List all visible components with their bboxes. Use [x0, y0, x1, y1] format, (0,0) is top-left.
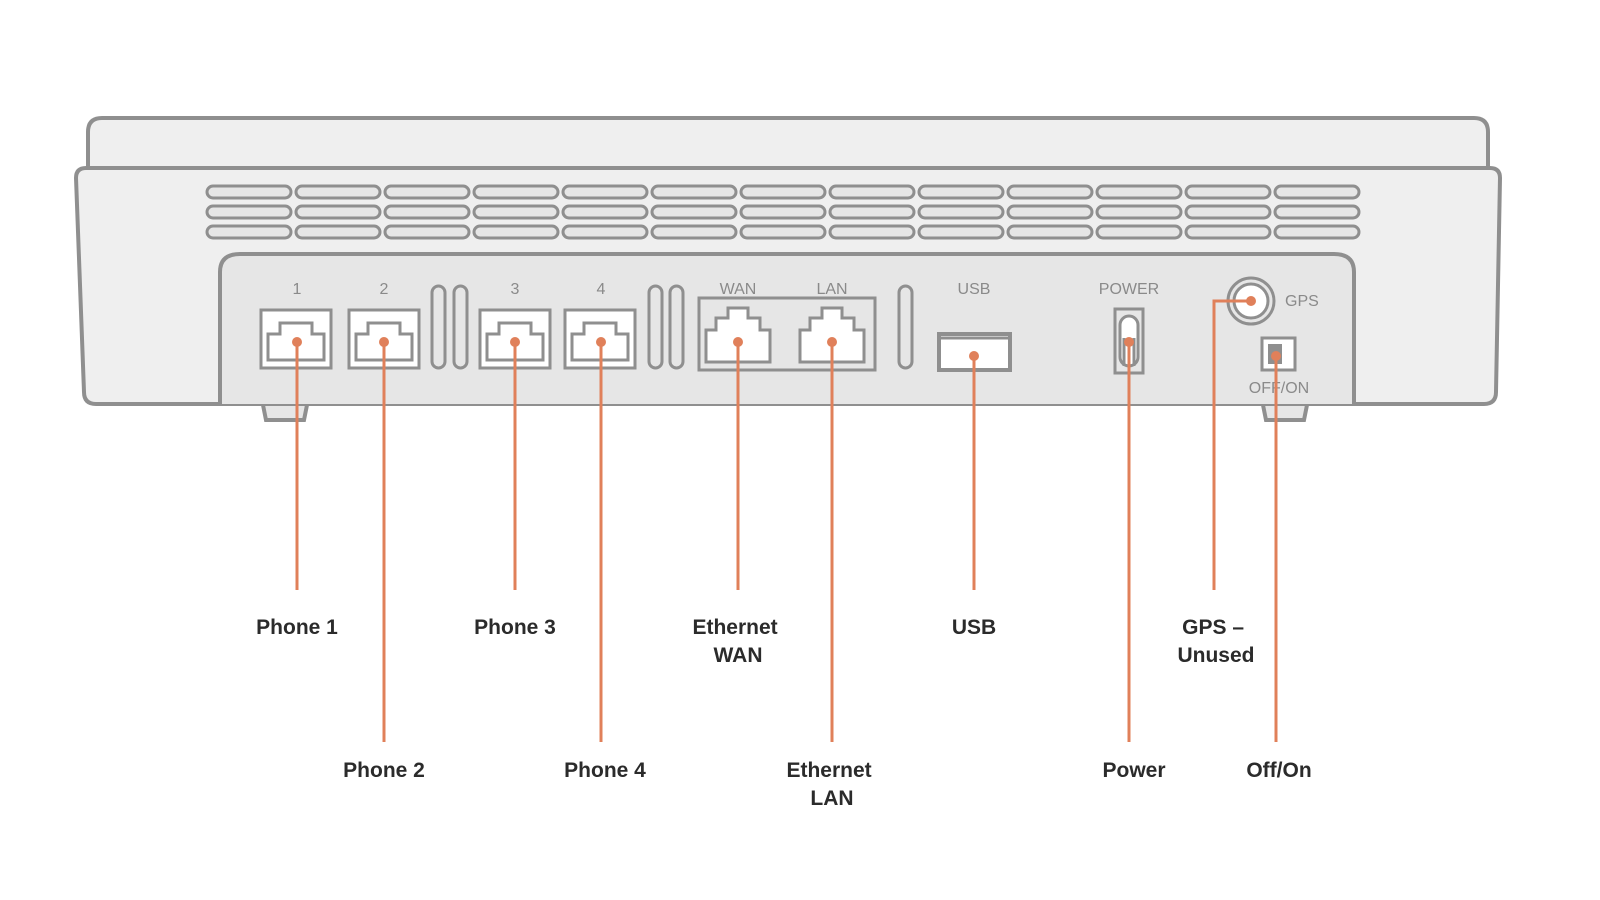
callout-phone-4: Phone 4: [564, 759, 646, 782]
vent-slot: [1273, 204, 1361, 220]
vent-slot: [383, 224, 471, 240]
callout-usb: USB: [952, 616, 996, 639]
vent-slot: [383, 184, 471, 200]
vent-slot: [1273, 184, 1361, 200]
vent-slot: [294, 224, 382, 240]
port-label-off-on: OFF/ON: [1249, 380, 1309, 397]
port-label-3: 3: [511, 281, 520, 298]
vent-slot: [205, 184, 293, 200]
vent-slot: [650, 204, 738, 220]
separator-pill: [897, 284, 914, 370]
vent-slot: [561, 224, 649, 240]
leader-dot-phone-3: [510, 337, 520, 347]
vent-slot: [1006, 184, 1094, 200]
callout-phone-2: Phone 2: [343, 759, 425, 782]
leader-dot-ethernet-wan: [733, 337, 743, 347]
vent-slot: [1006, 224, 1094, 240]
vent-slot: [1095, 184, 1183, 200]
port-label-wan: WAN: [720, 281, 757, 298]
vent-slot: [472, 204, 560, 220]
vent-slot: [917, 204, 1005, 220]
ethernet-lan-port: [798, 306, 866, 364]
vent-slot: [1006, 204, 1094, 220]
leader-dot-phone-2: [379, 337, 389, 347]
leader-dot-off-on: [1271, 351, 1281, 361]
vent-slot: [1095, 204, 1183, 220]
vent-slot: [828, 204, 916, 220]
vent-slot: [383, 204, 471, 220]
vent-slot: [472, 224, 560, 240]
vent-slot: [205, 224, 293, 240]
leader-gps: [1212, 299, 1251, 590]
vent-slot: [205, 204, 293, 220]
power-switch: [1260, 336, 1297, 372]
separator-pill: [668, 284, 685, 370]
vent-slot: [739, 224, 827, 240]
ethernet-port-block: [697, 296, 877, 372]
callout-phone-1: Phone 1: [256, 616, 338, 639]
vent-slot: [472, 184, 560, 200]
vent-slot: [1273, 224, 1361, 240]
separator-pill: [430, 284, 447, 370]
port-label-1: 1: [293, 281, 302, 298]
port-label-power: POWER: [1099, 281, 1159, 298]
usb-port: [937, 332, 1012, 372]
leader-dot-phone-1: [292, 337, 302, 347]
vent-slot: [294, 204, 382, 220]
router-top-lid: [86, 116, 1490, 170]
separator-pill: [647, 284, 664, 370]
port-label-2: 2: [380, 281, 389, 298]
leader-dot-phone-4: [596, 337, 606, 347]
callout-ethernet-lan: Ethernet LAN: [786, 759, 877, 810]
ethernet-wan-port: [704, 306, 772, 364]
callout-off-on: Off/On: [1246, 759, 1311, 782]
callout-power: Power: [1102, 759, 1165, 782]
vent-slot: [561, 184, 649, 200]
port-label-4: 4: [597, 281, 606, 298]
leader-lines: [295, 299, 1278, 742]
vent-slot: [739, 184, 827, 200]
vent-slot: [739, 204, 827, 220]
vent-slot: [1184, 204, 1272, 220]
callout-phone-3: Phone 3: [474, 616, 556, 639]
vent-slot: [650, 224, 738, 240]
vent-slot: [650, 184, 738, 200]
leader-dot-ethernet-lan: [827, 337, 837, 347]
port-label-gps: GPS: [1285, 293, 1319, 310]
leader-dot-usb: [969, 351, 979, 361]
vent-slot: [1184, 224, 1272, 240]
separator-pill: [452, 284, 469, 370]
vent-slot: [561, 204, 649, 220]
leader-dot-power: [1124, 337, 1134, 347]
vent-slot: [294, 184, 382, 200]
callout-ethernet-wan: Ethernet WAN: [692, 616, 783, 667]
vent-slot: [917, 184, 1005, 200]
port-label-lan: LAN: [816, 281, 847, 298]
port-label-usb: USB: [958, 281, 991, 298]
leader-dot-gps: [1246, 296, 1256, 306]
vent-slot: [1095, 224, 1183, 240]
vent-slot: [828, 224, 916, 240]
callout-gps: GPS – Unused: [1177, 616, 1254, 667]
vent-slot: [1184, 184, 1272, 200]
vent-slot: [917, 224, 1005, 240]
vent-grille: [205, 184, 1361, 240]
vent-slot: [828, 184, 916, 200]
